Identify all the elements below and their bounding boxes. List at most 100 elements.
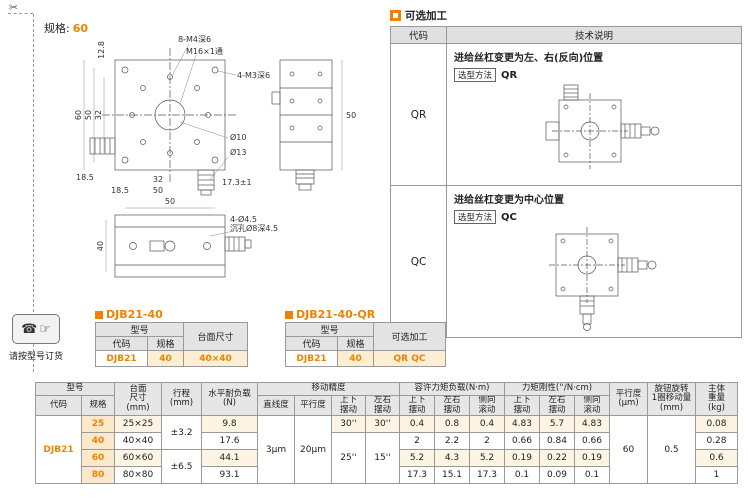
cell: 0.6 bbox=[695, 449, 738, 468]
table-row: 60 60×60 ±6.5 44.1 5.2 4.3 5.2 0.19 0.22… bbox=[36, 449, 738, 485]
bottom-view bbox=[114, 214, 252, 278]
cell: 0.1 bbox=[504, 466, 540, 485]
selection-method-label: 选型方法 bbox=[454, 68, 497, 82]
cell: 80×80 bbox=[114, 466, 162, 485]
optional-machining-title-text: 可选加工 bbox=[405, 10, 447, 22]
cell: 17.3 bbox=[399, 466, 435, 485]
main-top-view bbox=[89, 48, 238, 196]
scissors-icon: ✂ bbox=[9, 1, 19, 14]
cell-code: DJB21 bbox=[95, 350, 148, 367]
col-header-spec: 规格 bbox=[337, 336, 374, 351]
cell-surface: 40×40 bbox=[183, 350, 248, 367]
col-header-travel-accuracy: 移动精度 bbox=[257, 382, 400, 396]
option-desc-qc: 进给丝杠变更为中心位置 选型方法 QC bbox=[446, 185, 742, 338]
dim-label: 32 bbox=[153, 175, 163, 184]
spec-label: 规格: bbox=[44, 22, 70, 35]
col-header-weight: 主体 重量 (kg) bbox=[695, 381, 738, 417]
cut-line-vertical bbox=[33, 14, 34, 372]
cut-line-horizontal bbox=[8, 13, 33, 14]
thread-callout-side: 4-M3深6 bbox=[237, 71, 270, 80]
cell: 0.66 bbox=[574, 432, 610, 451]
cell: 25'' bbox=[331, 432, 366, 485]
optional-machining-title: 可选加工 bbox=[390, 8, 742, 23]
product-title-text: DJB21-40 bbox=[106, 308, 163, 321]
col-header-model: 型号 bbox=[285, 322, 374, 337]
col-header-knob: 旋钮旋转 1圈移动量 (mm) bbox=[647, 381, 696, 417]
selection-method-value: QR bbox=[501, 69, 518, 81]
col-header-model: 型号 bbox=[35, 382, 115, 396]
cell: 1 bbox=[695, 466, 738, 485]
col-header-rigidity: 力矩刚性(''/N·cm) bbox=[504, 382, 610, 396]
dim-label: Ø10 bbox=[230, 132, 246, 142]
spec-value: 60 bbox=[72, 22, 89, 35]
qr-drawing bbox=[454, 84, 734, 180]
thread-callout-center: M16×1通 bbox=[186, 46, 223, 56]
thread-callout-top: 8-M4深6 bbox=[178, 35, 211, 44]
cell: 2 bbox=[399, 432, 435, 451]
col-header-parallelism-um: 平行度 (μm) bbox=[609, 381, 648, 417]
order-note-text: 请按型号订货 bbox=[8, 352, 63, 362]
cell: 17.3 bbox=[469, 466, 505, 485]
col-header-pitch: 上下 摆动 bbox=[331, 394, 366, 417]
col-header-parallelism: 平行度 bbox=[294, 394, 332, 417]
col-header-straightness: 直线度 bbox=[257, 394, 295, 417]
dimension-lines bbox=[83, 43, 343, 272]
selection-method-label: 选型方法 bbox=[454, 210, 497, 224]
col-header-spec: 规格 bbox=[81, 394, 115, 417]
cell: 5.7 bbox=[539, 415, 575, 434]
qc-drawing bbox=[454, 226, 734, 332]
optional-machining-icon bbox=[390, 10, 401, 21]
cell: 0.28 bbox=[695, 432, 738, 451]
col-header-code: 代码 bbox=[285, 336, 338, 351]
cell: 0.4 bbox=[399, 415, 435, 434]
product-title-djb21-40: DJB21-40 bbox=[95, 308, 163, 321]
cell: 15'' bbox=[365, 432, 400, 485]
dimension-drawing-svg: 8-M4深6 M16×1通 4-M3深6 12.8 60 50 32 18.5 … bbox=[74, 35, 356, 278]
col-header-moment-load: 容许力矩负载(N·m) bbox=[399, 382, 505, 396]
cell: 0.4 bbox=[469, 415, 505, 434]
selection-method: 选型方法 QR bbox=[454, 68, 734, 82]
cell: 5.2 bbox=[469, 449, 505, 468]
table-row: DJB21 40 QR QC bbox=[285, 350, 446, 367]
cell-code: DJB21 bbox=[285, 350, 338, 367]
cell-spec: 40 bbox=[147, 350, 184, 367]
order-by-phone-badge: ☎ ☞ bbox=[12, 314, 60, 344]
cell: 0.8 bbox=[434, 415, 470, 434]
col-header-pitch: 上下 摆动 bbox=[399, 394, 435, 417]
col-header-model: 型号 bbox=[95, 322, 184, 337]
dim-label: 50 bbox=[346, 111, 356, 120]
pointing-hand-icon: ☞ bbox=[39, 321, 51, 337]
dim-label: 50 bbox=[165, 197, 175, 206]
cell: 0.1 bbox=[574, 466, 610, 485]
square-bullet-icon bbox=[95, 310, 103, 319]
dim-label: 32 bbox=[94, 110, 103, 120]
col-header-surface: 台面尺寸 bbox=[183, 322, 248, 351]
hole-callout: 沉孔Ø8深4.5 bbox=[230, 223, 278, 233]
cell: 3μm bbox=[257, 415, 295, 485]
selection-method: 选型方法 QC bbox=[454, 210, 734, 224]
col-header-stroke: 行程 (mm) bbox=[161, 381, 202, 417]
dim-label: 60 bbox=[74, 110, 83, 120]
product-title-text: DJB21-40-QR bbox=[296, 308, 376, 321]
cell-spec: 80 bbox=[81, 466, 115, 485]
option-description: 进给丝杠变更为左、右(反向)位置 bbox=[454, 53, 604, 64]
dim-label: Ø13 bbox=[230, 147, 246, 157]
product-title-djb21-40-qr: DJB21-40-QR bbox=[285, 308, 375, 321]
cell: 0.19 bbox=[574, 449, 610, 468]
cell: 0.09 bbox=[539, 466, 575, 485]
cell: 20μm bbox=[294, 415, 332, 485]
dim-label: 50 bbox=[153, 186, 163, 195]
cell-spec: 40 bbox=[81, 432, 115, 451]
cell: 40×40 bbox=[114, 432, 162, 451]
cell: 4.83 bbox=[574, 415, 610, 434]
table-row: 80 80×80 93.1 17.3 15.1 17.3 0.1 0.09 0.… bbox=[36, 466, 738, 485]
spec-headline: 规格:60 bbox=[44, 20, 88, 36]
col-header-yaw: 左右 摆动 bbox=[365, 394, 400, 417]
optional-machining-panel: 可选加工 代码 技术说明 QR 进给丝杠变更为左、右(反向)位置 选型方法 QR bbox=[390, 8, 742, 338]
hole-callout: 4-Ø4.5 bbox=[230, 214, 257, 224]
dim-label: 40 bbox=[96, 241, 105, 251]
cell: ±3.2 bbox=[161, 415, 202, 451]
product-table-djb21-40: 型号 台面尺寸 代码 规格 DJB21 40 40×40 bbox=[95, 322, 248, 367]
dim-label: 50 bbox=[84, 110, 93, 120]
